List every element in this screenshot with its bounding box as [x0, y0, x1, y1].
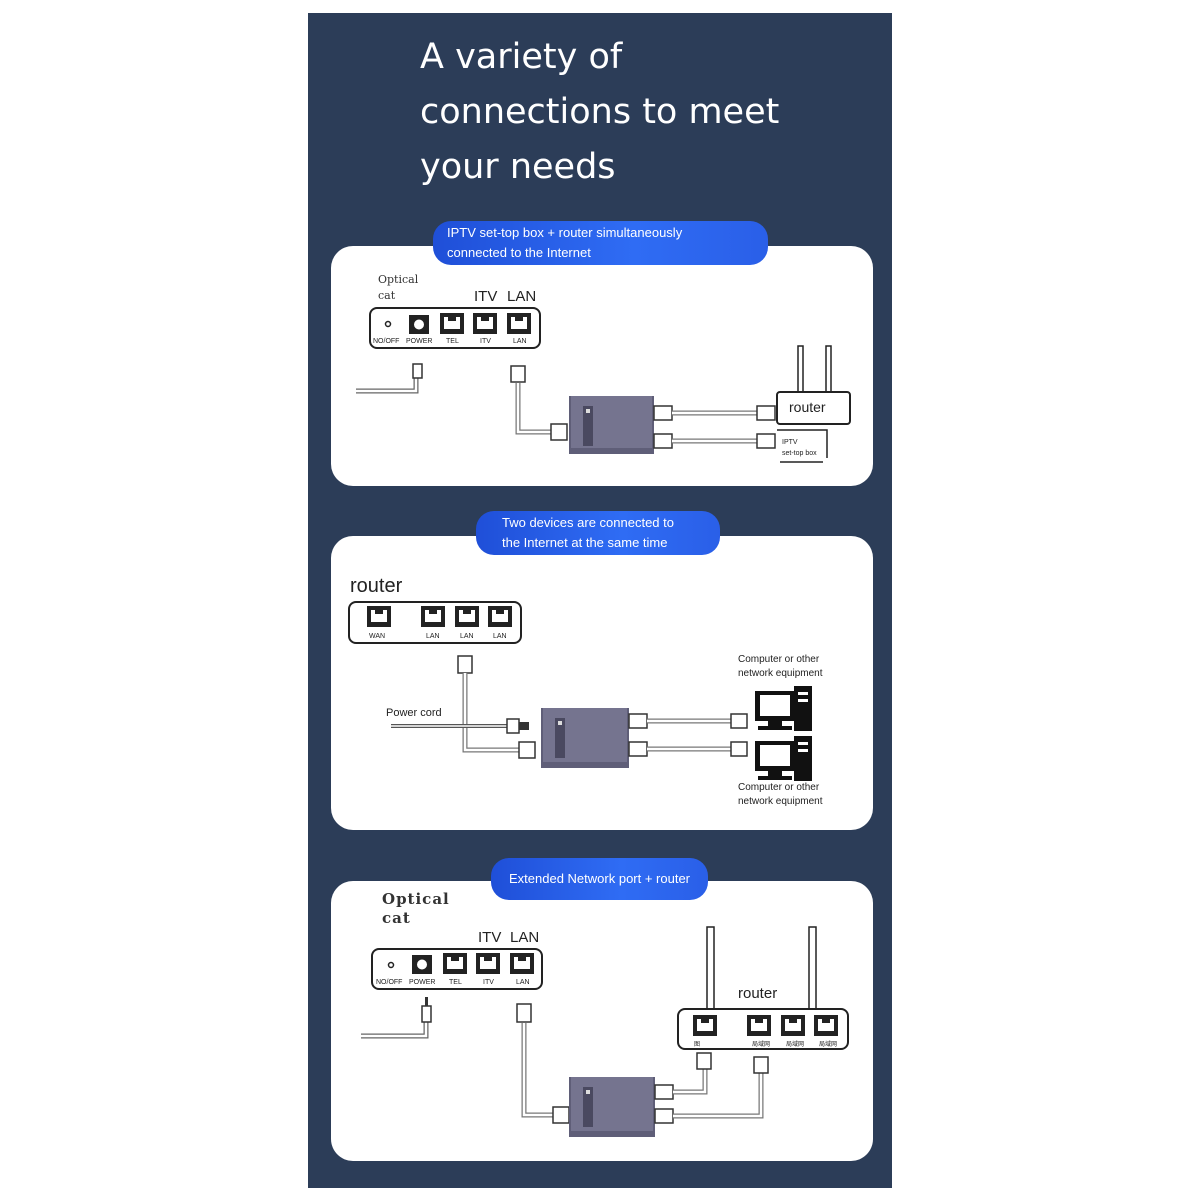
port-itv-icon — [473, 313, 497, 334]
port-lan-1-icon — [421, 606, 445, 627]
computer-icon-bottom — [755, 736, 812, 781]
port-lan-icon — [507, 313, 531, 334]
section-3-diagram — [361, 926, 849, 1137]
port-tel-icon — [443, 953, 467, 974]
port-label-power: POWER — [409, 979, 436, 986]
router-port-label-4: 局域网 — [819, 1042, 838, 1048]
title-line-2: connections to meet — [420, 92, 780, 132]
port-label-itv: ITV — [480, 338, 491, 345]
port-label-lan: LAN — [516, 979, 530, 986]
power-switch-icon — [387, 961, 395, 969]
port-label-onoff: NO/OFF — [376, 979, 403, 986]
title-line-3: your needs — [420, 147, 616, 187]
computer-bottom-label: Computer or other network equipment — [738, 782, 823, 807]
router-port-lan-2-icon — [781, 1015, 805, 1036]
port-label-lan-1: LAN — [426, 633, 440, 640]
power-plug-icon — [412, 363, 423, 379]
power-cord-label: Power cord — [386, 707, 442, 719]
computer-top-label: Computer or other network equipment — [738, 654, 823, 679]
splitter-device-icon — [569, 1077, 655, 1137]
title-line-1: A variety of — [420, 37, 623, 77]
power-cable — [356, 376, 419, 394]
port-label-itv: ITV — [483, 979, 494, 986]
settop-box-label: IPTV set-top box — [782, 439, 817, 457]
lan-label: LAN — [510, 929, 540, 946]
router-port-lan-1-icon — [747, 1015, 771, 1036]
port-wan-icon — [367, 606, 391, 627]
rj45-plug-icon — [510, 365, 526, 383]
splitter-device-icon — [541, 708, 629, 768]
port-label-lan-2: LAN — [460, 633, 474, 640]
port-label-wan: WAN — [369, 633, 386, 640]
section-2-card — [331, 536, 873, 830]
lan-label: LAN — [507, 288, 537, 305]
power-switch-icon — [384, 320, 392, 328]
section-2-diagram — [348, 601, 812, 781]
port-itv-icon — [476, 953, 500, 974]
splitter-device-icon — [569, 396, 654, 454]
router-label: router — [738, 985, 778, 1002]
router-box — [776, 391, 851, 425]
router-port-label-1: 图 — [694, 1042, 701, 1048]
computer-icon-top — [755, 686, 812, 731]
port-label-tel: TEL — [446, 338, 459, 345]
port-label-lan: LAN — [513, 338, 527, 345]
router-port-label-2: 局域网 — [752, 1042, 771, 1048]
settop-box-outline — [777, 429, 828, 458]
router-antenna-icon — [797, 345, 832, 395]
port-label-lan-3: LAN — [493, 633, 507, 640]
router-label: router — [789, 399, 826, 415]
section-1-badge: IPTV set-top box + router simultaneously… — [433, 221, 768, 265]
section-1-diagram — [356, 307, 851, 463]
page-title: A variety of connections to meet your ne… — [420, 30, 840, 195]
port-lan-3-icon — [488, 606, 512, 627]
itv-label: ITV — [474, 288, 498, 305]
port-label-power: POWER — [406, 338, 433, 345]
port-label-onoff: NO/OFF — [373, 338, 400, 345]
router-title-label: router — [350, 575, 403, 597]
port-lan-icon — [510, 953, 534, 974]
port-label-tel: TEL — [449, 979, 462, 986]
port-lan-2-icon — [455, 606, 479, 627]
itv-cable — [515, 383, 551, 435]
optical-cat-label: Optical cat — [382, 890, 450, 927]
router-port-lan-3-icon — [814, 1015, 838, 1036]
router-port-wan-icon — [693, 1015, 717, 1036]
itv-label: ITV — [478, 929, 502, 946]
optical-cat-label: Optical cat — [378, 273, 419, 302]
section-3-badge: Extended Network port + router — [491, 858, 708, 900]
port-tel-icon — [440, 313, 464, 334]
section-2-badge: Two devices are connected to the Interne… — [476, 511, 720, 555]
router-port-label-3: 局域网 — [786, 1042, 805, 1048]
